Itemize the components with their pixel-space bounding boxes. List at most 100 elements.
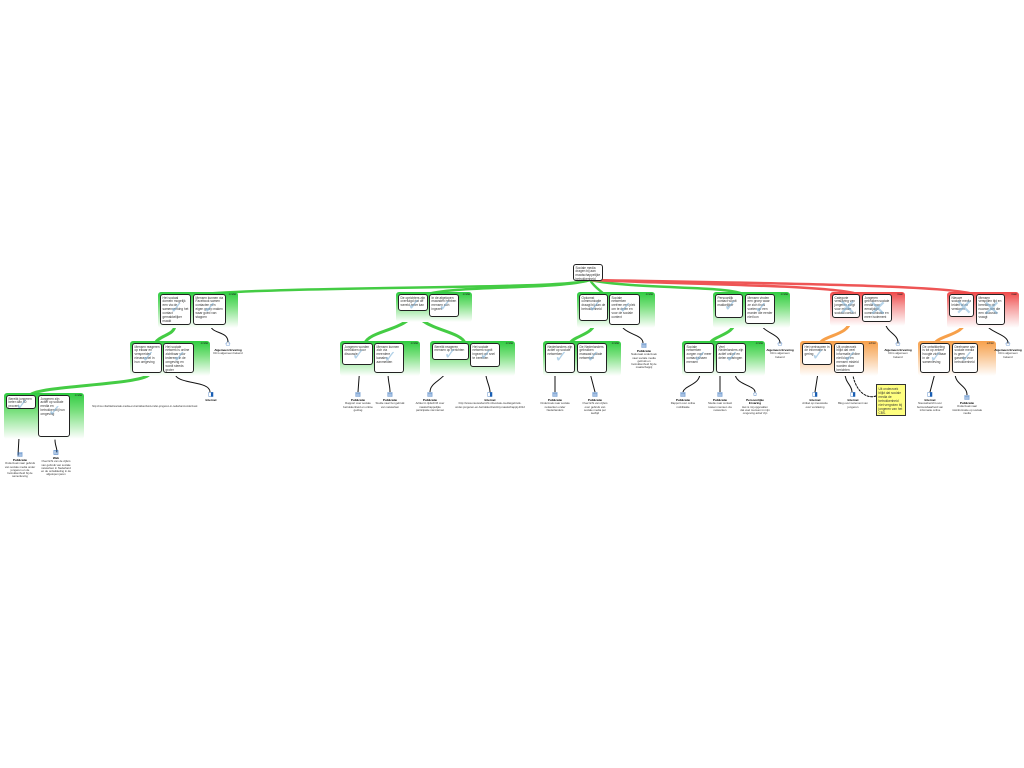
reason-box[interactable]: Mensen kunnen via Facebook samen contact… — [193, 294, 226, 325]
check-icon: ✓ — [929, 348, 943, 366]
reason-box[interactable]: Sociale netwerken zorgen voor meer conta… — [684, 343, 714, 373]
source-url: http://nos.nl/artikel/sociale-media-en-b… — [92, 405, 198, 408]
reason-box[interactable]: Mensen kunnen zich via meerdere kanalen … — [374, 343, 404, 373]
reason-box[interactable]: Mensen reageren op elkaar en verspreiden… — [132, 343, 162, 373]
reason-box[interactable]: Het sociaal domein mogelijk een via de s… — [160, 294, 191, 325]
cross-icon: ✕ — [982, 295, 1001, 321]
cross-icon: ✕ — [838, 295, 857, 318]
reason-box[interactable]: Het sociale netwerk is online zichtbaar … — [163, 343, 194, 373]
rebuttal-box[interactable]: De ontwikkeling is tot op zekere hoogte … — [920, 343, 950, 373]
source-internet[interactable]: ◨Internet — [205, 392, 217, 402]
cross-icon: ✕ — [954, 295, 974, 317]
cross-icon: ✕ — [868, 295, 888, 321]
check-icon: ✓ — [693, 348, 707, 366]
reason-box[interactable]: Sociale netwerken creëren een plek om te… — [609, 294, 640, 325]
reason-box[interactable]: In de afgelopen maanden hebben mensen zi… — [429, 294, 459, 317]
people-icon: ⚇ — [225, 342, 231, 348]
objection-box[interactable]: Mensen verspillen tijd en bereiken de nu… — [976, 294, 1005, 325]
reason-box[interactable]: Veel Nederlanders zijn actief online en … — [716, 343, 746, 373]
book-icon: ▤ — [717, 392, 723, 398]
book-icon: ▤ — [387, 392, 393, 398]
check-icon: ✓ — [169, 299, 184, 317]
reason-box[interactable]: Persoonlijk contact wordt makkelijker✓ — [715, 294, 743, 318]
rebuttal-box[interactable]: Uit onderzoek blijkt dat veel informatie… — [834, 343, 864, 373]
check-icon: ✓ — [383, 348, 397, 366]
check-icon: ✓ — [586, 348, 600, 366]
root-claim[interactable]: Sociale media dragen bij aan maatschappe… — [573, 264, 603, 281]
people-icon: ⚇ — [777, 342, 783, 348]
check-icon: ✓ — [811, 347, 825, 364]
reason-box[interactable]: De Nederlanders gebruiken massaal social… — [577, 343, 607, 373]
reason-box[interactable]: Bereikt jongeren beter dan 50 procent✓ — [6, 395, 36, 409]
people-icon: ⚇ — [895, 342, 901, 348]
check-icon: ✓ — [438, 298, 452, 316]
reason-box[interactable]: Jongeren zijn actief op sociale media en… — [38, 395, 70, 437]
book-icon: ▤ — [592, 392, 598, 398]
objection-box[interactable]: Nieuwe sociale media leiden af en versto… — [949, 294, 974, 317]
check-icon: ✓ — [723, 298, 738, 316]
check-icon: ✓ — [172, 348, 187, 366]
book-icon: ▤ — [964, 395, 970, 401]
reason-box[interactable]: Bereikt reageren mensen op berichten✓ — [432, 343, 469, 360]
oppose-link — [590, 278, 977, 297]
reason-box[interactable]: Het sociale netwerk wordt ingezet om sne… — [470, 343, 500, 367]
check-icon: ✓ — [843, 348, 857, 366]
check-icon: ✓ — [203, 299, 217, 317]
book-icon: ▤ — [641, 343, 647, 349]
check-icon: ✓ — [618, 299, 633, 317]
internet-icon: ◨ — [487, 392, 493, 398]
book-icon: ▤ — [355, 392, 361, 398]
rebuttal-box[interactable]: Het vertrouwen in de informatie is gerin… — [802, 343, 832, 365]
check-icon: ✓ — [960, 348, 974, 366]
check-icon: ✓ — [48, 403, 62, 420]
objection-box[interactable]: Jongeren gebruiken sociale media voor ee… — [862, 294, 892, 322]
reason-box[interactable]: Nederlanders zijn actief op sociale netw… — [545, 343, 575, 373]
book-icon: ▤ — [552, 392, 558, 398]
internet-icon: ◨ — [927, 392, 933, 398]
book-icon: ▤ — [17, 452, 23, 458]
internet-icon: ◨ — [850, 392, 856, 398]
check-icon: ✓ — [554, 348, 568, 366]
check-icon: ✓ — [588, 299, 602, 316]
check-icon: ✓ — [479, 347, 493, 365]
check-icon: ✓ — [141, 348, 155, 366]
reason-box[interactable]: Jongeren worden betrokken door discussie… — [342, 343, 373, 365]
check-icon: ✓ — [407, 297, 421, 311]
book-icon: ▤ — [680, 392, 686, 398]
check-icon: ✓ — [351, 347, 366, 364]
note[interactable]: Uit onderzoek blijkt dat sociale media d… — [876, 384, 906, 416]
internet-icon: ◨ — [812, 392, 818, 398]
reason-box[interactable]: Mensen vinden een groep waar ze zich thu… — [745, 294, 775, 324]
internet-icon: ◨ — [208, 392, 214, 398]
support-link — [28, 371, 152, 397]
check-icon: ✓ — [754, 299, 768, 317]
reason-box[interactable]: Opkomst communicatie draagt bij aan de b… — [579, 294, 608, 321]
book-icon: ▤ — [427, 392, 433, 398]
reason-box[interactable]: De oprichters zijn overtuigd dat de were… — [398, 294, 428, 311]
check-icon: ✓ — [443, 346, 458, 360]
rebuttal-box[interactable]: Deelname aan sociale media is geen garan… — [952, 343, 978, 373]
people-icon: ⚇ — [1005, 342, 1011, 348]
objection-box[interactable]: Categorie verslaving van jongeren zorgt … — [832, 294, 860, 318]
